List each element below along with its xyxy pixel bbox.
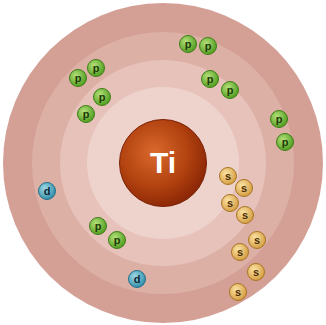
p-electron-label: p [207, 74, 214, 85]
nucleus-circle [120, 120, 207, 207]
p-electron-circle [202, 71, 219, 88]
s-electron-label: s [225, 171, 231, 182]
p-electron-label: p [83, 109, 90, 120]
s-electron-circle [236, 180, 253, 197]
s-electron-circle [220, 168, 237, 185]
p-electron-circle [277, 134, 294, 151]
s-electron-label: s [237, 247, 243, 258]
shell-ring [32, 32, 294, 294]
s-electron-label: s [253, 267, 259, 278]
p-electron: p [69, 69, 87, 87]
d-electron-circle [39, 183, 56, 200]
p-electron: p [201, 70, 219, 88]
p-electron-circle [90, 218, 107, 235]
s-electron: s [248, 231, 266, 249]
p-electron-label: p [276, 114, 283, 125]
s-electron-label: s [227, 198, 233, 209]
s-electron: s [247, 263, 265, 281]
d-electron: d [38, 182, 56, 200]
p-electron-circle [88, 60, 105, 77]
nucleus-label: Ti [150, 148, 176, 178]
d-electron-label: d [44, 186, 51, 197]
p-electron-label: p [185, 39, 192, 50]
p-electron: p [93, 88, 111, 106]
p-electron: p [108, 231, 126, 249]
s-electron: s [235, 179, 253, 197]
s-electron: s [236, 206, 254, 224]
p-electron: p [270, 110, 288, 128]
p-electron: p [179, 35, 197, 53]
s-electron-label: s [242, 210, 248, 221]
s-electron-circle [249, 232, 266, 249]
p-electron-circle [180, 36, 197, 53]
s-electron: s [231, 243, 249, 261]
d-electron: d [128, 270, 146, 288]
s-electron: s [221, 194, 239, 212]
d-electron-label: d [134, 274, 141, 285]
p-electron-label: p [75, 73, 82, 84]
s-electron-circle [232, 244, 249, 261]
shell-ring [87, 87, 239, 239]
p-electron: p [77, 105, 95, 123]
s-electron: s [229, 283, 247, 301]
p-electron-circle [109, 232, 126, 249]
s-electron-circle [230, 284, 247, 301]
p-electron-label: p [282, 137, 289, 148]
p-electron-circle [271, 111, 288, 128]
p-electron: p [89, 217, 107, 235]
p-electron-circle [70, 70, 87, 87]
p-electron: p [276, 133, 294, 151]
p-electron: p [199, 37, 217, 55]
nucleus: Ti [119, 119, 207, 207]
s-electron-label: s [254, 235, 260, 246]
p-electron-circle [78, 106, 95, 123]
s-electron: s [219, 167, 237, 185]
p-electron-circle [94, 89, 111, 106]
shell-ring [60, 60, 266, 266]
p-electron: p [221, 81, 239, 99]
s-electron-circle [222, 195, 239, 212]
p-electron-circle [222, 82, 239, 99]
s-electron-label: s [235, 287, 241, 298]
p-electron-label: p [114, 235, 121, 246]
p-electron-label: p [227, 85, 234, 96]
shell-ring [3, 3, 323, 323]
p-electron-circle [200, 38, 217, 55]
s-electron-label: s [241, 183, 247, 194]
p-electron: p [87, 59, 105, 77]
p-electron-label: p [99, 92, 106, 103]
p-electron-label: p [93, 63, 100, 74]
s-electron-circle [237, 207, 254, 224]
s-electron-circle [248, 264, 265, 281]
p-electron-label: p [205, 41, 212, 52]
d-electron-circle [129, 271, 146, 288]
p-electron-label: p [95, 221, 102, 232]
